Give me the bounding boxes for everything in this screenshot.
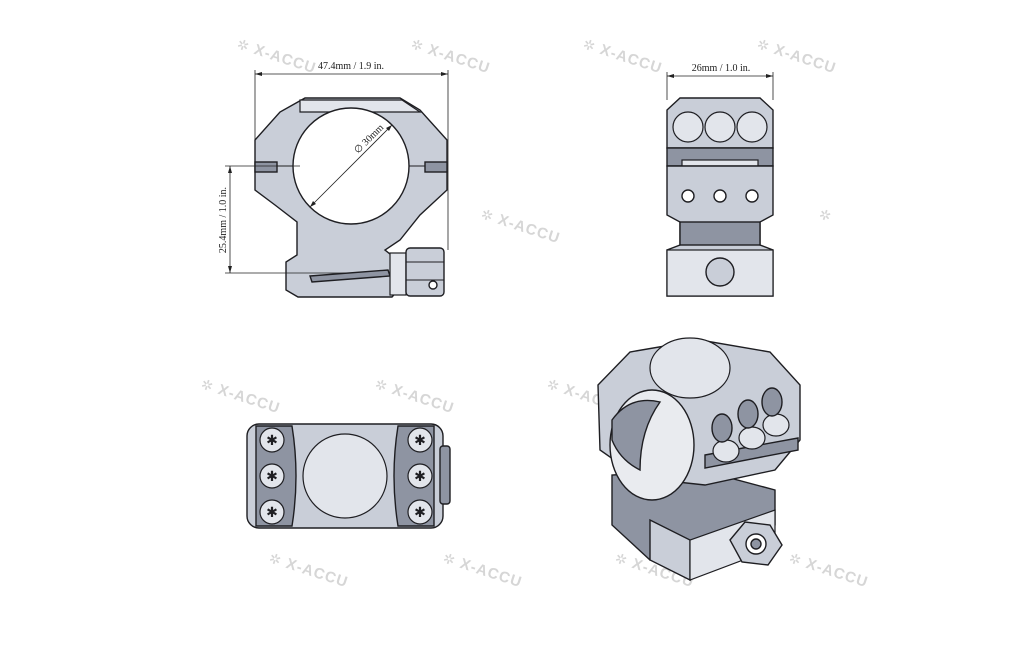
cap-screw-icon [704, 111, 736, 143]
arrow-head [310, 201, 316, 207]
arrow-head [255, 72, 262, 76]
torx-screw-icon [259, 499, 285, 525]
isometric-view [597, 337, 801, 582]
nut-screw-icon [428, 280, 438, 290]
clamp-nut [405, 247, 445, 297]
torx-screw-icon [259, 427, 285, 453]
top-cap-dome [302, 433, 388, 519]
torx-star-icon: ✱ [266, 505, 278, 521]
screw-hole-icon [713, 189, 727, 203]
side-view: 26mm / 1.0 in. [666, 63, 774, 297]
watermark: ✲ X-ACCU [199, 377, 283, 418]
watermark-star-icon: ✲ [409, 37, 425, 56]
watermark-text: X-ACCU [598, 41, 664, 77]
watermark-star-icon: ✲ [755, 37, 771, 56]
split-gap [424, 161, 448, 173]
torx-screws-left: ✱ ✱ ✱ [259, 427, 285, 525]
watermark: ✲ X-ACCU [479, 207, 563, 248]
arrow-head [667, 74, 674, 78]
torx-star-icon: ✱ [266, 469, 278, 485]
arrow-head [228, 266, 232, 273]
clamp-nut-icon [705, 257, 735, 287]
iso-screw-recess [737, 399, 759, 429]
watermark-text: X-ACCU [804, 555, 870, 591]
watermark-text: X-ACCU [458, 555, 524, 591]
side-width-label: 26mm / 1.0 in. [692, 63, 751, 74]
torx-screw-icon [407, 427, 433, 453]
front-height-label: 25.4mm / 1.0 in. [218, 187, 229, 253]
arrow-head [228, 166, 232, 173]
watermark-text: X-ACCU [252, 41, 318, 77]
iso-screw-recess [711, 413, 733, 443]
watermark-star-icon: ✲ [817, 207, 833, 226]
screw-hole-icon [681, 189, 695, 203]
watermark: ✲ X-ACCU [235, 37, 319, 78]
torx-screw-icon [407, 463, 433, 489]
watermark: ✲ X-ACCU [409, 37, 493, 78]
watermark-star-icon: ✲ [373, 377, 389, 396]
watermark-text: X-ACCU [496, 211, 562, 247]
iso-bore-shadow [611, 399, 662, 472]
torx-screws-right: ✱ ✱ ✱ [407, 427, 433, 525]
watermark-text: X-ACCU [216, 381, 282, 417]
watermark-star-icon: ✲ [267, 551, 283, 570]
torx-star-icon: ✱ [414, 433, 426, 449]
cap-screw-icon [736, 111, 768, 143]
watermark-text: X-ACCU [426, 41, 492, 77]
torx-star-icon: ✱ [414, 505, 426, 521]
watermark: ✲ X-ACCU [755, 37, 839, 78]
torx-screw-icon [407, 499, 433, 525]
watermark-star-icon: ✲ [199, 377, 215, 396]
iso-screw-icon [712, 439, 740, 463]
watermark-star-icon: ✲ [581, 37, 597, 56]
watermark-text: X-ACCU [390, 381, 456, 417]
iso-nut-socket-icon [750, 538, 762, 550]
watermark: ✲ X-ACCU [267, 551, 351, 592]
front-view: 47.4mm / 1.9 in. ∅ 30mm 25.4mm / 1.0 in. [218, 61, 449, 298]
watermark-text: X-ACCU [284, 555, 350, 591]
iso-cap-dome [649, 337, 731, 399]
watermark-star-icon: ✲ [787, 551, 803, 570]
diameter-line [309, 124, 393, 208]
split-gap [681, 159, 759, 167]
watermark-star-icon: ✲ [545, 377, 561, 396]
watermark-star-icon: ✲ [613, 551, 629, 570]
arrow-head [386, 125, 392, 131]
arrow-head [441, 72, 448, 76]
arrow-head [766, 74, 773, 78]
watermark-star-icon: ✲ [441, 551, 457, 570]
iso-screw-recess [761, 387, 783, 417]
watermark: ✲ [817, 207, 833, 226]
watermark-text: X-ACCU [772, 41, 838, 77]
clamp-plate [389, 252, 407, 296]
watermark: ✲ X-ACCU [581, 37, 665, 78]
watermark-star-icon: ✲ [479, 207, 495, 226]
ring-cap-face [299, 99, 422, 113]
iso-screw-icon [762, 413, 790, 437]
watermark: ✲ X-ACCU [787, 551, 871, 592]
top-view: ✱ ✱ ✱ ✱ ✱ ✱ [246, 423, 451, 529]
cap-screw-icon [672, 111, 704, 143]
torx-screw-icon [259, 463, 285, 489]
screw-hole-icon [745, 189, 759, 203]
watermark: ✲ X-ACCU [373, 377, 457, 418]
top-clamp-edge [439, 445, 451, 505]
front-width-label: 47.4mm / 1.9 in. [318, 61, 384, 72]
watermark: ✲ X-ACCU [441, 551, 525, 592]
iso-screw-icon [738, 426, 766, 450]
torx-star-icon: ✱ [414, 469, 426, 485]
torx-star-icon: ✱ [266, 433, 278, 449]
split-gap [254, 161, 278, 173]
rail-slot [679, 221, 761, 246]
watermark-star-icon: ✲ [235, 37, 251, 56]
